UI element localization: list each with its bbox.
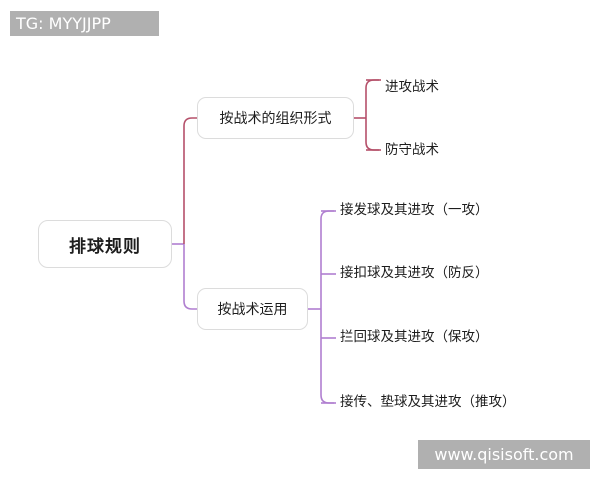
branch-node-2-label: 按战术运用 bbox=[217, 302, 288, 318]
mindmap-leaf-serve-receive-attack[interactable]: 接发球及其进攻（一攻） bbox=[340, 202, 489, 218]
edge-branch1-bracket bbox=[365, 79, 379, 151]
edge-branch2-bracket bbox=[320, 210, 334, 404]
edge-root-to-branch2 bbox=[183, 244, 197, 310]
watermark-telegram: TG: MYYJJPP bbox=[10, 11, 159, 36]
mindmap-leaf-spike-receive-attack[interactable]: 接扣球及其进攻（防反） bbox=[340, 265, 489, 281]
mindmap-leaf-block-return-attack[interactable]: 拦回球及其进攻（保攻） bbox=[340, 329, 489, 345]
root-node-label: 排球规则 bbox=[69, 236, 141, 257]
mindmap-root-node[interactable]: 排球规则 bbox=[38, 220, 172, 268]
mindmap-leaf-offense-tactics[interactable]: 进攻战术 bbox=[385, 79, 439, 95]
mindmap-leaf-pass-dig-attack[interactable]: 接传、垫球及其进攻（推攻） bbox=[340, 394, 516, 410]
mindmap-branch-node-1[interactable]: 按战术的组织形式 bbox=[197, 97, 354, 139]
mindmap-leaf-defense-tactics[interactable]: 防守战术 bbox=[385, 142, 439, 158]
watermark-website: www.qisisoft.com bbox=[418, 440, 590, 469]
edge-root-to-branch1 bbox=[183, 117, 197, 244]
branch-node-1-label: 按战术的组织形式 bbox=[219, 111, 332, 127]
mindmap-branch-node-2[interactable]: 按战术运用 bbox=[197, 288, 308, 330]
